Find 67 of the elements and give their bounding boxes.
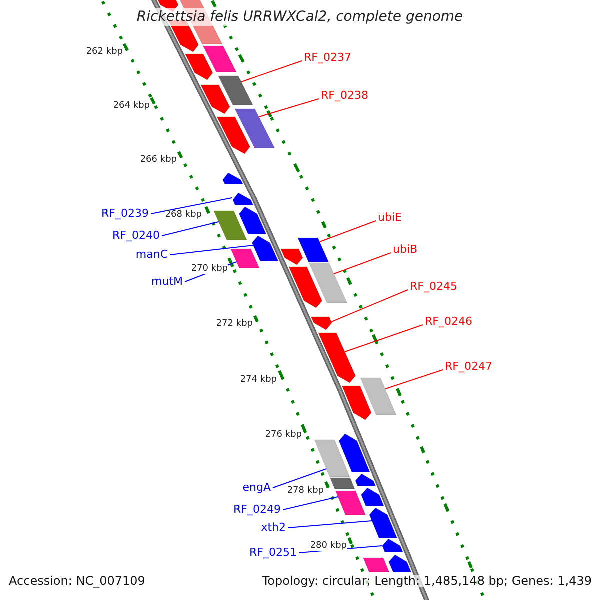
leader-line bbox=[282, 496, 339, 510]
leader-line bbox=[288, 520, 373, 528]
genome-info-text: Topology: circular; Length: 1,485,148 bp; Genes: 1,439 bbox=[262, 575, 592, 587]
gene-block bbox=[360, 378, 397, 416]
gene-block bbox=[298, 238, 329, 262]
gene-block bbox=[361, 488, 384, 506]
gene-label: RF_0237 bbox=[304, 52, 352, 63]
gene-label: RF_0245 bbox=[410, 281, 458, 292]
scale-label: 278 kbp bbox=[287, 487, 324, 496]
gene-block bbox=[363, 558, 390, 572]
gene-block bbox=[232, 192, 254, 206]
leader-line bbox=[272, 468, 328, 488]
gene-block bbox=[308, 262, 348, 304]
gene-block bbox=[202, 46, 237, 72]
leader-line bbox=[331, 290, 408, 322]
gene-block bbox=[218, 76, 254, 106]
leader-line bbox=[170, 245, 254, 256]
gene-block bbox=[288, 266, 322, 308]
gene-label: RF_0240 bbox=[112, 230, 160, 241]
gene-block bbox=[222, 172, 244, 184]
gene-block bbox=[280, 248, 304, 266]
gene-block bbox=[338, 434, 370, 472]
gene-label: manC bbox=[136, 249, 168, 260]
gene-label: xth2 bbox=[261, 522, 286, 533]
leader-line bbox=[240, 60, 302, 82]
gene-label: RF_0249 bbox=[234, 504, 281, 515]
gene-block bbox=[234, 108, 275, 148]
gene-block bbox=[318, 332, 356, 384]
leader-line bbox=[162, 222, 220, 236]
gene-block bbox=[185, 54, 214, 80]
leader-line bbox=[150, 198, 232, 214]
leader-line bbox=[385, 370, 444, 390]
gene-block bbox=[355, 474, 376, 486]
gene-label: RF_0246 bbox=[425, 316, 472, 327]
gene-label: RF_0239 bbox=[102, 208, 149, 219]
scale-label: 274 kbp bbox=[240, 376, 277, 385]
gene-label: RF_0238 bbox=[321, 90, 368, 101]
gene-label: mutM bbox=[152, 276, 183, 287]
gene-block bbox=[311, 316, 332, 330]
leader-line bbox=[344, 324, 424, 352]
gene-block bbox=[252, 236, 279, 262]
gene-label: RF_0247 bbox=[445, 361, 492, 372]
gene-block bbox=[335, 490, 366, 516]
scale-label: 270 kbp bbox=[191, 265, 228, 274]
scale-label: 264 kbp bbox=[113, 102, 150, 111]
scale-label: 268 kbp bbox=[165, 211, 202, 220]
gene-block bbox=[388, 554, 412, 572]
gene-block bbox=[342, 386, 372, 420]
leader-line bbox=[319, 220, 376, 242]
leader-line bbox=[334, 252, 392, 274]
gene-block bbox=[314, 440, 350, 478]
scale-label: 280 kbp bbox=[310, 542, 347, 551]
accession-text: Accession: NC_007109 bbox=[9, 575, 146, 587]
gene-label: engA bbox=[242, 482, 271, 493]
gene-label: ubiE bbox=[378, 212, 402, 223]
leader-line bbox=[258, 98, 320, 118]
gene-label: ubiB bbox=[393, 244, 418, 255]
scale-label: 276 kbp bbox=[265, 431, 302, 440]
gene-label: RF_0251 bbox=[250, 547, 297, 558]
gene-block bbox=[214, 210, 248, 240]
scale-label: 272 kbp bbox=[216, 320, 253, 329]
scale-label: 262 kbp bbox=[86, 48, 123, 57]
gene-block bbox=[230, 248, 260, 268]
gene-block bbox=[382, 538, 404, 552]
gene-block bbox=[200, 84, 230, 114]
gene-block bbox=[216, 116, 250, 154]
scale-label: 266 kbp bbox=[140, 156, 177, 165]
